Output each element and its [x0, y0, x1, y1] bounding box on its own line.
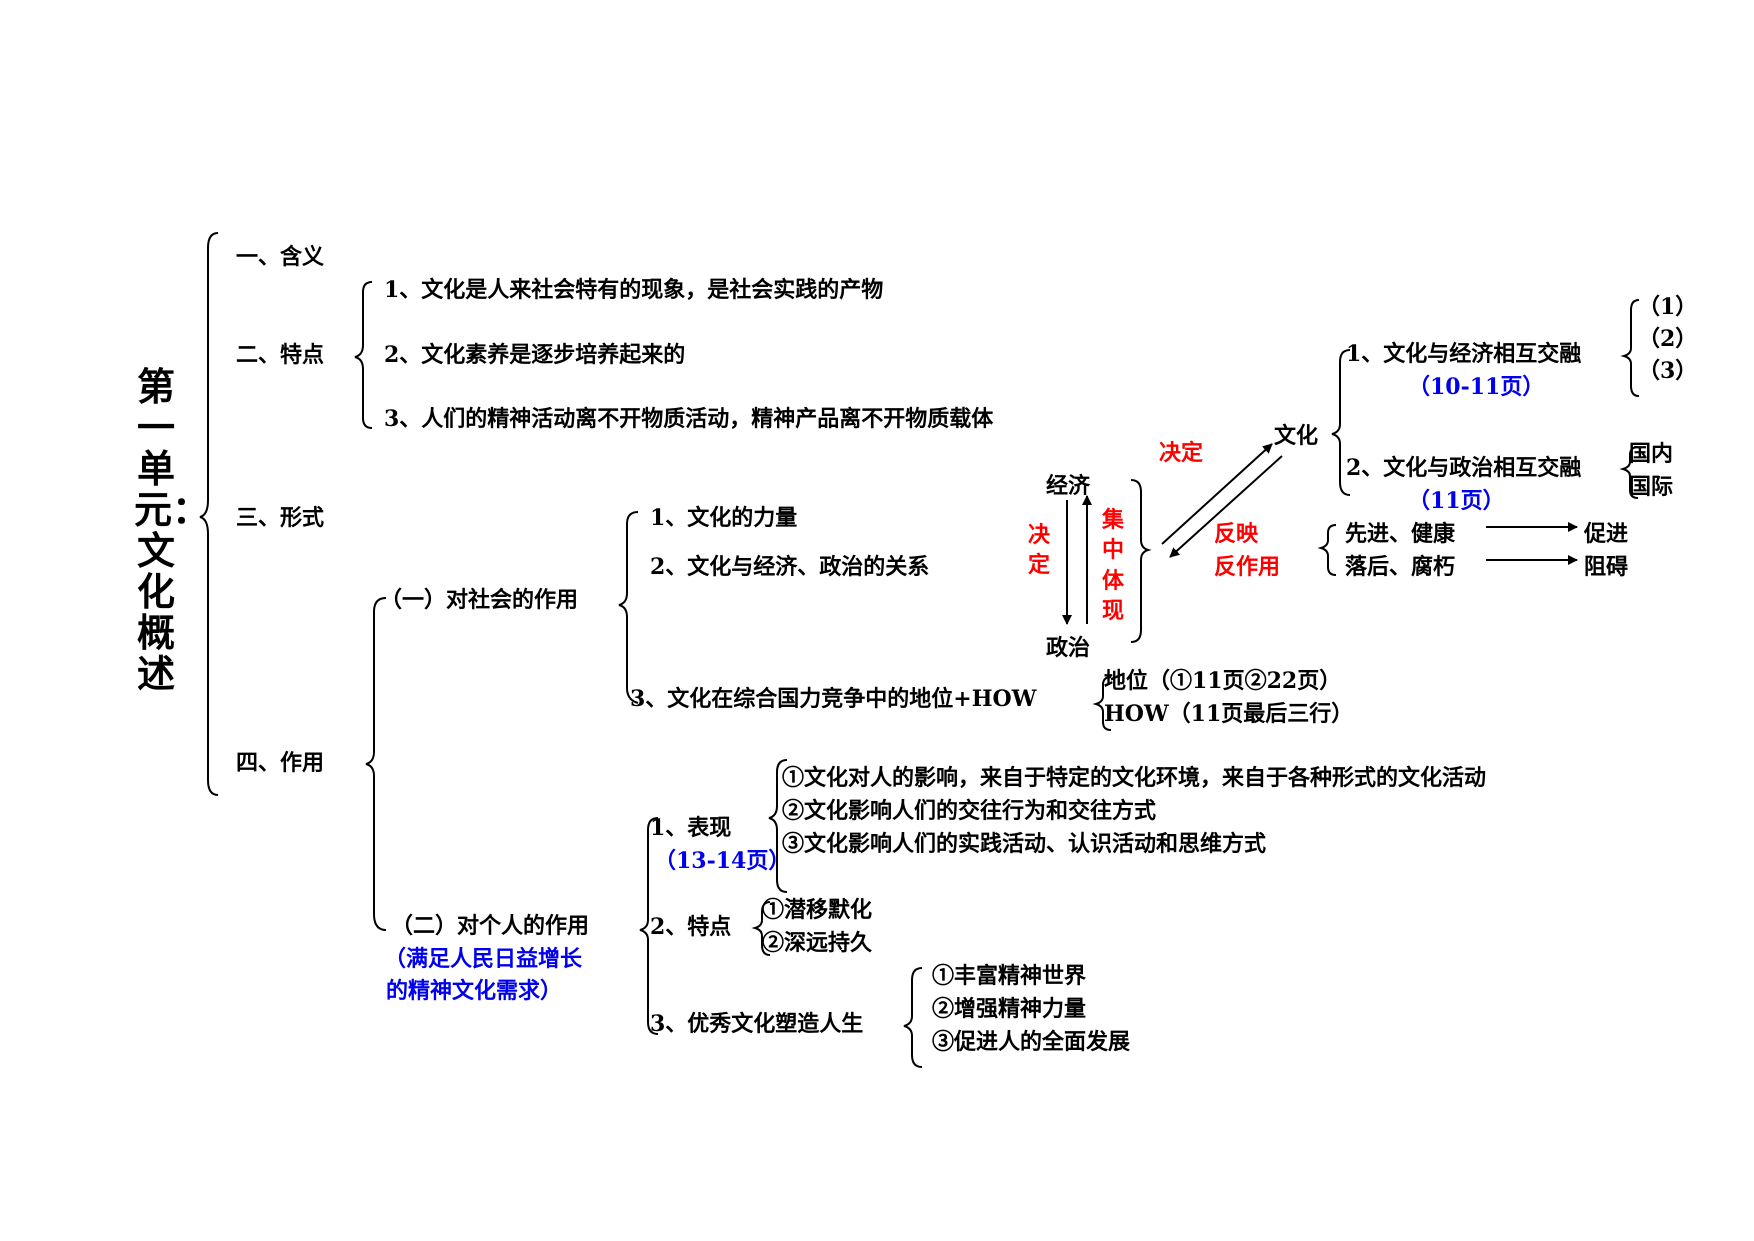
society-item-1: 1、文化的力量	[650, 505, 798, 531]
section-forms: 三、形式	[236, 505, 325, 531]
society-item-3: 3、文化在综合国力竞争中的地位+HOW	[630, 686, 1037, 712]
econ-blend-label: 1、文化与经济相互交融	[1346, 341, 1582, 367]
concentrated-label: 集中体现	[1101, 507, 1124, 625]
arrow-to-culture	[1161, 443, 1273, 545]
shape-brace	[903, 967, 923, 1068]
performance-item-1: ①文化对人的影响，来自于特定的文化环境，来自于各种形式的文化活动	[782, 765, 1487, 791]
society-item-2: 2、文化与经济、政治的关系	[650, 554, 930, 580]
individual-brace	[639, 817, 659, 1035]
politics-label: 政治	[1046, 635, 1091, 661]
status-line: 地位（①11页②22页）	[1104, 668, 1342, 694]
how-brace	[1092, 676, 1112, 731]
hinder-label: 阻碍	[1584, 554, 1629, 580]
individual-note-2: 的精神文化需求）	[386, 978, 563, 1004]
performance-item-3: ③文化影响人们的实践活动、认识活动和思维方式	[782, 831, 1267, 857]
relation-bracket	[1130, 479, 1152, 643]
culture-label: 文化	[1274, 423, 1319, 449]
value-brace	[1317, 524, 1337, 576]
pol-point-domestic: 国内	[1629, 441, 1674, 467]
econ-point-3: （3）	[1638, 358, 1698, 384]
react-label: 反作用	[1214, 554, 1281, 580]
unit-title: 第一单元：文化概述	[134, 365, 211, 697]
shape-label: 3、优秀文化塑造人生	[650, 1011, 864, 1037]
pol-blend-label: 2、文化与政治相互交融	[1346, 455, 1582, 481]
pol-points-brace	[1619, 446, 1639, 499]
econ-page-label: （10-11页）	[1408, 374, 1545, 400]
backward-label: 落后、腐朽	[1345, 554, 1456, 580]
performance-item-2: ②文化影响人们的交往行为和交往方式	[782, 798, 1157, 824]
how-line: HOW（11页最后三行）	[1104, 701, 1354, 727]
ind-feature-item-2: ②深远持久	[762, 930, 873, 956]
feature-item-3: 3、人们的精神活动离不开物质活动，精神产品离不开物质载体	[384, 406, 994, 432]
promote-label: 促进	[1584, 521, 1629, 547]
arrow-from-culture	[1169, 455, 1283, 558]
ind-features-brace	[751, 901, 771, 956]
individual-note-1: （满足人民日益增长	[384, 946, 583, 972]
pol-point-international: 国际	[1629, 474, 1674, 500]
society-label: （一）对社会的作用	[380, 587, 579, 613]
shape-item-1: ①丰富精神世界	[932, 963, 1087, 989]
individual-label: （二）对个人的作用	[391, 913, 590, 939]
features-brace	[354, 281, 373, 429]
society-brace	[618, 511, 639, 704]
pol-page-label: （11页）	[1408, 488, 1505, 514]
ind-features-label: 2、特点	[650, 914, 732, 940]
econ-point-1: （1）	[1638, 294, 1698, 320]
section-meaning: 一、含义	[236, 244, 325, 270]
econ-points-brace	[1620, 299, 1640, 397]
reflect-label: 反映	[1214, 521, 1259, 547]
section-features: 二、特点	[236, 342, 325, 368]
section-function: 四、作用	[236, 750, 325, 776]
advanced-label: 先进、健康	[1345, 521, 1456, 547]
feature-item-2: 2、文化素养是逐步培养起来的	[384, 342, 686, 368]
performance-brace	[768, 759, 788, 893]
main-brace	[199, 232, 219, 796]
performance-label: 1、表现	[650, 815, 732, 841]
shape-item-2: ②增强精神力量	[932, 996, 1087, 1022]
decide-top-label: 决定	[1159, 440, 1204, 466]
shape-item-3: ③促进人的全面发展	[932, 1029, 1131, 1055]
performance-page: （13-14页）	[654, 848, 791, 874]
decide-left-label: 决定	[1027, 522, 1050, 579]
feature-item-1: 1、文化是人来社会特有的现象，是社会实践的产物	[384, 277, 884, 303]
culture-brace	[1331, 349, 1351, 496]
econ-point-2: （2）	[1638, 326, 1698, 352]
economy-label: 经济	[1046, 473, 1091, 499]
ind-feature-item-1: ①潜移默化	[762, 897, 873, 923]
function-brace	[365, 597, 387, 931]
